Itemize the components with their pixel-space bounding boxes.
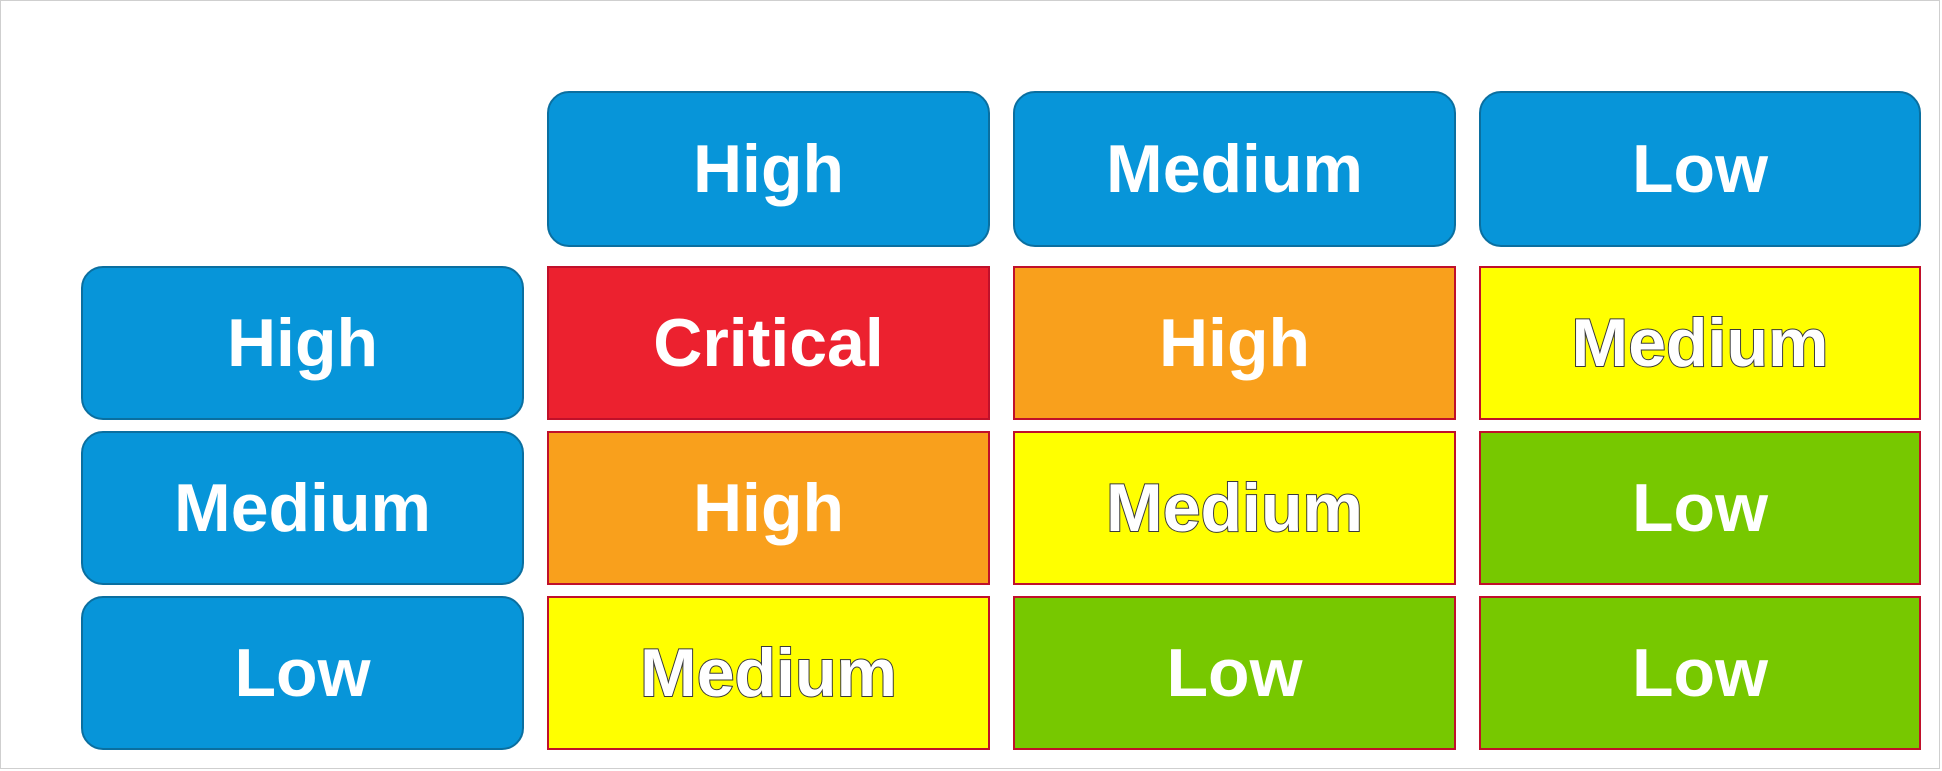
row-header-high: High [81,266,524,420]
matrix-cell-r3-c2: Low [1013,596,1456,750]
column-header-medium: Medium [1013,91,1456,247]
matrix-cell-r3-c3: Low [1479,596,1921,750]
matrix-cell-r2-c3: Low [1479,431,1921,585]
column-header-low: Low [1479,91,1921,247]
row-header-medium: Medium [81,431,524,585]
row-header-low: Low [81,596,524,750]
matrix-cell-r1-c3: Medium [1479,266,1921,420]
matrix-cell-r1-c1: Critical [547,266,990,420]
matrix-cell-r3-c1: Medium [547,596,990,750]
matrix-cell-r2-c2: Medium [1013,431,1456,585]
matrix-cell-r2-c1: High [547,431,990,585]
matrix-cell-r1-c2: High [1013,266,1456,420]
column-header-high: High [547,91,990,247]
